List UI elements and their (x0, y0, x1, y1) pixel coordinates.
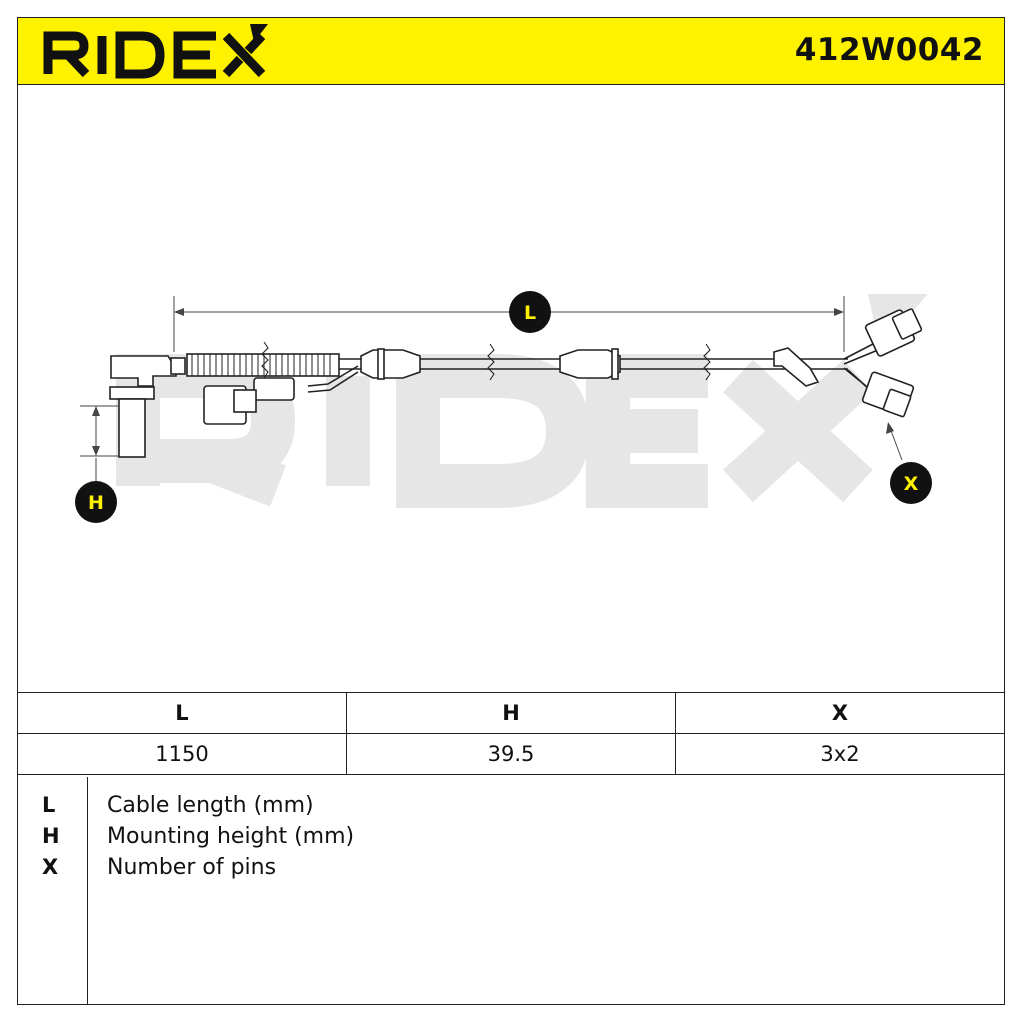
ridex-logo (43, 24, 268, 79)
sensor-boot (170, 357, 186, 375)
spec-value-h: 39.5 (346, 733, 676, 775)
spec-header-row: L H X (17, 692, 1005, 734)
legend-text-h: Mounting height (mm) (107, 824, 355, 849)
legend-divider (87, 777, 88, 1005)
grommet-1 (360, 349, 421, 379)
legend-key-h: H (42, 824, 60, 848)
watermark-logo (116, 354, 873, 508)
callout-l-label: L (524, 302, 536, 324)
sleeve-ribs (191, 354, 331, 376)
grommet-2-clip (611, 348, 619, 380)
sensor-collar (109, 386, 155, 400)
legend-row-h: H Mounting height (mm) (18, 824, 1004, 854)
spec-header-h: H (346, 692, 676, 734)
legend-row-x: X Number of pins (18, 855, 1004, 885)
side-connector-latch (233, 389, 257, 413)
legend: L Cable length (mm) H Mounting height (m… (17, 777, 1005, 1005)
grommet-1-clip (377, 348, 385, 380)
part-number: 412W0042 (794, 32, 984, 68)
spec-value-row: 1150 39.5 3x2 (17, 733, 1005, 775)
legend-key-l: L (42, 793, 56, 817)
spec-value-x: 3x2 (675, 733, 1005, 775)
pointer-x (886, 422, 903, 461)
end-split-upper (843, 343, 879, 365)
cable-clip (773, 347, 820, 387)
grommet-2 (559, 349, 621, 379)
legend-row-l: L Cable length (mm) (18, 793, 1004, 823)
branch-cable (307, 365, 359, 393)
callout-x: X (890, 462, 932, 504)
callout-x-label: X (904, 473, 919, 495)
callout-h-label: H (88, 492, 104, 514)
break-marks (261, 341, 711, 381)
end-connector-2-cap (882, 388, 912, 418)
spec-table: L H X 1150 39.5 3x2 (17, 692, 1005, 775)
header-bar: 412W0042 (17, 17, 1005, 85)
end-connector-1-cap (891, 308, 923, 340)
sensor-body (118, 398, 146, 458)
legend-key-x: X (42, 855, 59, 879)
callout-h: H (75, 481, 117, 523)
callout-l: L (509, 291, 551, 333)
legend-text-l: Cable length (mm) (107, 793, 314, 818)
legend-text-x: Number of pins (107, 855, 277, 880)
spec-header-l: L (17, 692, 347, 734)
sensor-drawing: L H X (75, 291, 932, 523)
spec-value-l: 1150 (17, 733, 347, 775)
end-split-lower (843, 367, 871, 391)
branch-strain-relief (253, 377, 295, 401)
dimension-h (80, 405, 118, 482)
dimension-l (173, 296, 845, 352)
spec-header-x: X (675, 692, 1005, 734)
